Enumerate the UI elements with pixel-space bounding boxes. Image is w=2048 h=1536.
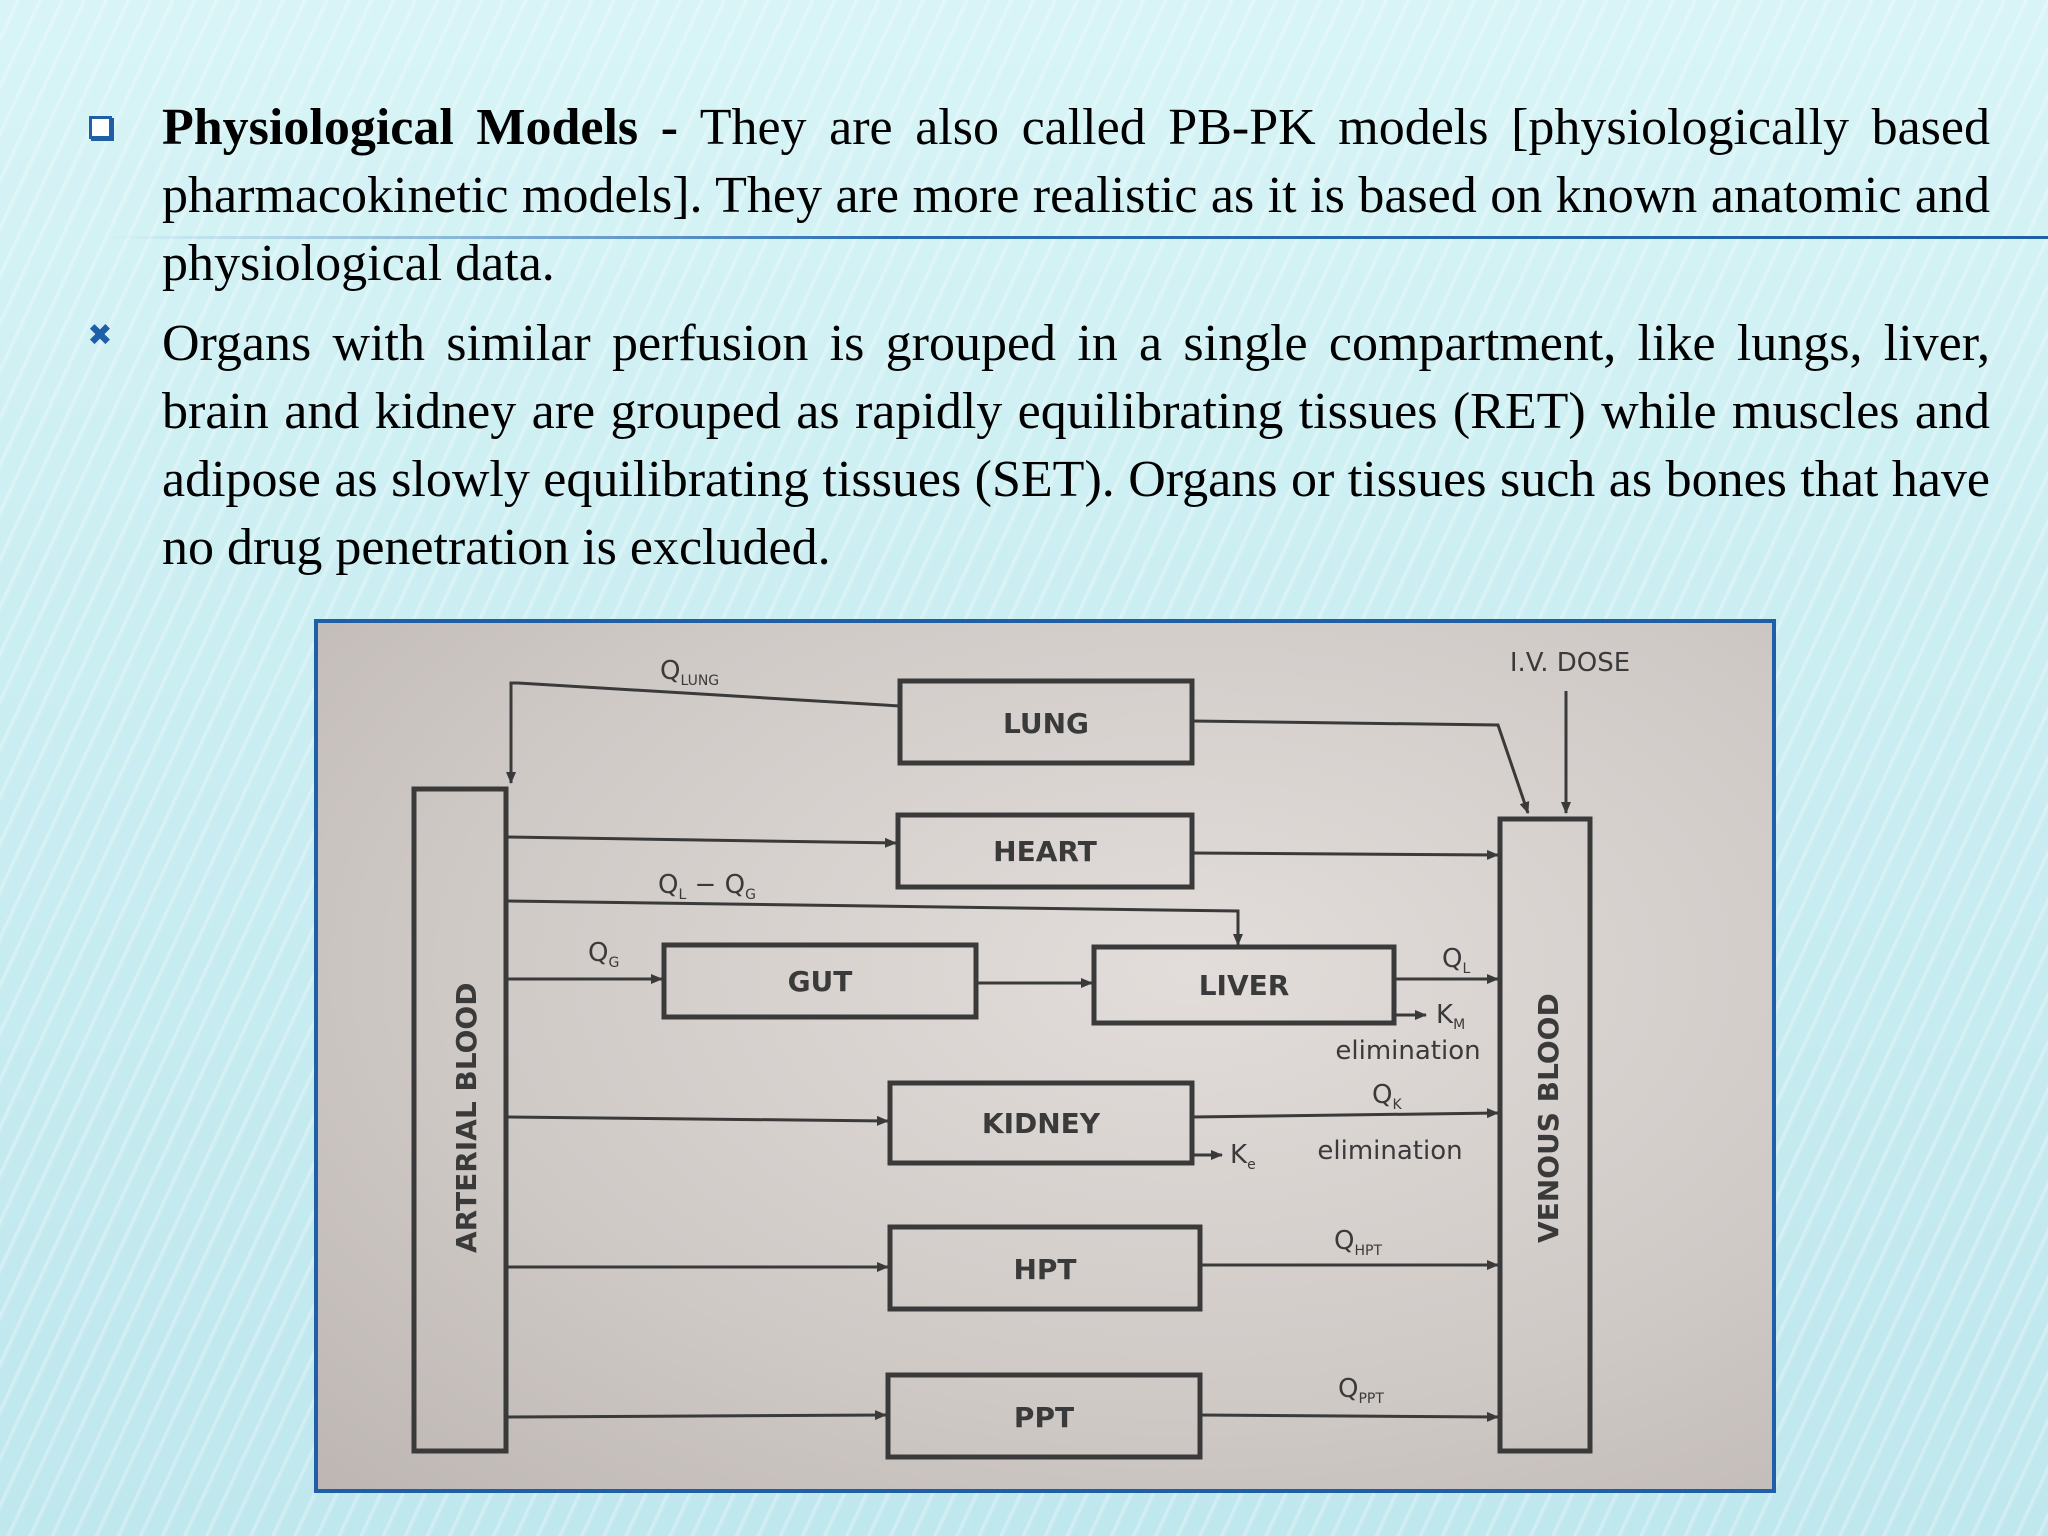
arterial-blood-box xyxy=(411,786,509,1454)
hpt-label: HPT xyxy=(1013,1253,1076,1286)
liver-elimination-label: elimination xyxy=(1335,1036,1480,1066)
bullet-text-2: Organs with similar perfusion is grouped… xyxy=(162,315,1990,576)
q-l-minus-q-g-label: QL − QG xyxy=(658,870,756,903)
venous-to-lung-line xyxy=(1191,719,1530,814)
cross-icon: ✖ xyxy=(87,318,113,353)
arterial-to-ppt-arrow xyxy=(505,1410,887,1421)
pbpk-diagram-svg: ARTERIAL BLOOD VENOUS BLOOD LUNG HEART G… xyxy=(411,648,1630,1460)
gut-box xyxy=(661,942,979,1020)
q-lung-label: QLUNG xyxy=(660,656,719,689)
bullet-title: Physiological Models - xyxy=(162,99,679,156)
kidney-elimination-label: elimination xyxy=(1317,1136,1462,1166)
liver-box xyxy=(1091,944,1397,1026)
kidney-label: KIDNEY xyxy=(982,1107,1101,1140)
bullet-organ-grouping: ✖ Organs with similar perfusion is group… xyxy=(85,310,1990,590)
arterial-blood-label: ARTERIAL BLOOD xyxy=(450,983,483,1253)
pbpk-diagram: ARTERIAL BLOOD VENOUS BLOOD LUNG HEART G… xyxy=(314,619,1776,1493)
heart-to-venous-arrow xyxy=(1191,849,1499,860)
title-divider-line xyxy=(110,236,2048,239)
kidney-box xyxy=(887,1080,1195,1166)
hpt-box xyxy=(887,1224,1203,1312)
q-ppt-label: QPPT xyxy=(1338,1374,1384,1407)
q-g-label: QG xyxy=(588,938,619,971)
bullet-physiological-models: Physiological Models - They are also cal… xyxy=(85,94,1990,294)
lung-label: LUNG xyxy=(1003,707,1089,740)
arterial-to-kidney-arrow xyxy=(505,1115,889,1126)
gut-label: GUT xyxy=(788,965,853,998)
ppt-label: PPT xyxy=(1014,1401,1074,1434)
venous-blood-label: VENOUS BLOOD xyxy=(1532,993,1565,1243)
q-liver-label: QL xyxy=(1442,944,1470,977)
arterial-to-heart-arrow xyxy=(505,835,897,848)
iv-dose-label: I.V. DOSE xyxy=(1510,648,1630,678)
heart-label: HEART xyxy=(993,835,1097,868)
heart-box xyxy=(895,812,1195,890)
bullet-text-1: Physiological Models - They are also cal… xyxy=(162,94,1990,298)
bullet-body: They are also called PB-PK models [physi… xyxy=(162,99,1991,292)
k-e-label: Ke xyxy=(1230,1140,1256,1173)
venous-blood-box xyxy=(1497,816,1593,1454)
q-kidney-label: QK xyxy=(1372,1080,1402,1113)
square-checkbox-icon xyxy=(85,116,115,143)
kidney-to-venous-arrow xyxy=(1191,1108,1499,1119)
liver-label: LIVER xyxy=(1199,969,1290,1002)
ppt-to-venous-arrow xyxy=(1199,1411,1499,1422)
q-hpt-label: QHPT xyxy=(1334,1226,1382,1259)
lung-to-arterial-arrow xyxy=(506,681,901,784)
k-m-label: KM xyxy=(1436,1000,1465,1033)
arterial-to-liver-arrow xyxy=(505,899,1243,946)
